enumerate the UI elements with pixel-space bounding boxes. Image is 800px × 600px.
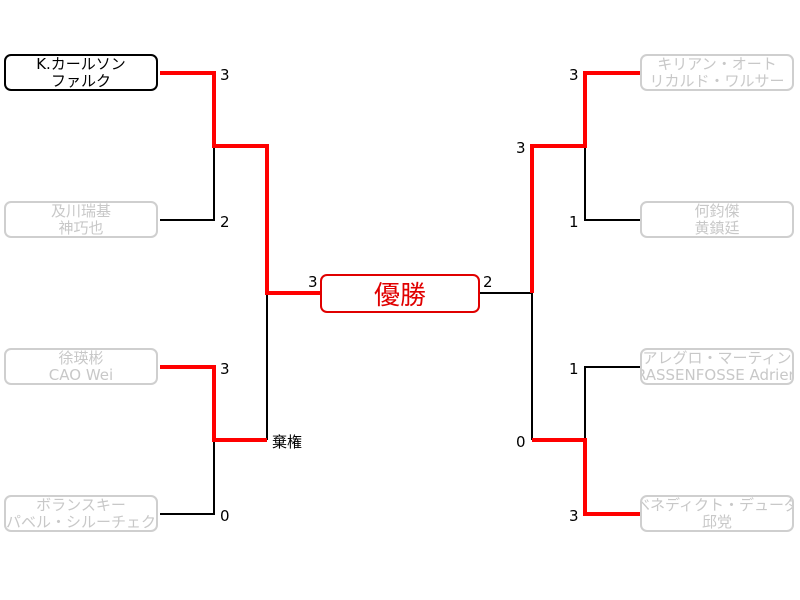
player-right-4[interactable]: ベネディクト・デューダ 邱党 (640, 495, 794, 532)
player-left-1[interactable]: K.カールソン ファルク (4, 54, 158, 91)
score-left-r1-3: 3 (220, 360, 230, 378)
score-final-right: 2 (483, 273, 493, 291)
player-name-line1: 及川瑞基 (50, 201, 111, 220)
player-name-line1: K.カールソン (36, 54, 126, 73)
player-name-line1: ベネディクト・デューダ (640, 495, 794, 514)
score-left-r1-4: 0 (220, 507, 230, 525)
player-name-line2: 神巧也 (58, 218, 104, 237)
player-name-line2: 邱党 (701, 512, 732, 531)
score-final-left: 3 (308, 273, 318, 291)
champion-box: 優勝 (320, 274, 480, 313)
player-name-line2: RASSENFOSSE Adrien (640, 365, 794, 384)
score-left-r1-2: 2 (220, 213, 230, 231)
player-left-4[interactable]: ボランスキー パベル・シルーチェク (4, 495, 158, 532)
score-right-r2-2: 0 (516, 433, 526, 451)
line-right-p4 (532, 438, 640, 516)
player-name-line1: アレグロ・マーティン (642, 348, 792, 367)
player-name-line1: キリアン・オート (657, 54, 777, 73)
score-left-r2-2: 棄権 (272, 433, 303, 451)
score-left-r1-1: 3 (220, 66, 230, 84)
line-left-p1 (160, 71, 320, 295)
score-right-r1-1: 3 (569, 66, 579, 84)
player-name-line1: 徐瑛彬 (58, 348, 104, 367)
player-name-line1: 何鈞傑 (694, 201, 740, 220)
line-left-p3 (160, 365, 267, 442)
line-left-p2 (160, 146, 215, 221)
score-right-r1-3: 1 (569, 360, 579, 378)
score-right-r1-4: 3 (569, 507, 579, 525)
player-left-3[interactable]: 徐瑛彬 CAO Wei (4, 348, 158, 385)
player-right-3[interactable]: アレグロ・マーティン RASSENFOSSE Adrien (640, 348, 794, 385)
score-right-r1-2: 1 (569, 213, 579, 231)
line-right-p2 (584, 146, 640, 221)
player-left-2[interactable]: 及川瑞基 神巧也 (4, 201, 158, 238)
player-name-line2: 黄鎮廷 (694, 218, 740, 237)
player-right-1[interactable]: キリアン・オート リカルド・ワルサー (640, 54, 794, 91)
line-left-p4 (160, 440, 215, 515)
player-name-line2: リカルド・ワルサー (649, 71, 785, 90)
line-right-p1 (530, 71, 640, 293)
player-name-line2: ファルク (50, 71, 111, 90)
player-name-line2: CAO Wei (48, 365, 114, 384)
score-right-r2-1: 3 (516, 139, 526, 157)
player-name-line2: パベル・シルーチェク (6, 512, 157, 531)
line-right-p3 (584, 366, 640, 440)
champion-label: 優勝 (373, 281, 426, 311)
player-right-2[interactable]: 何鈞傑 黄鎮廷 (640, 201, 794, 238)
player-name-line1: ボランスキー (36, 495, 126, 514)
